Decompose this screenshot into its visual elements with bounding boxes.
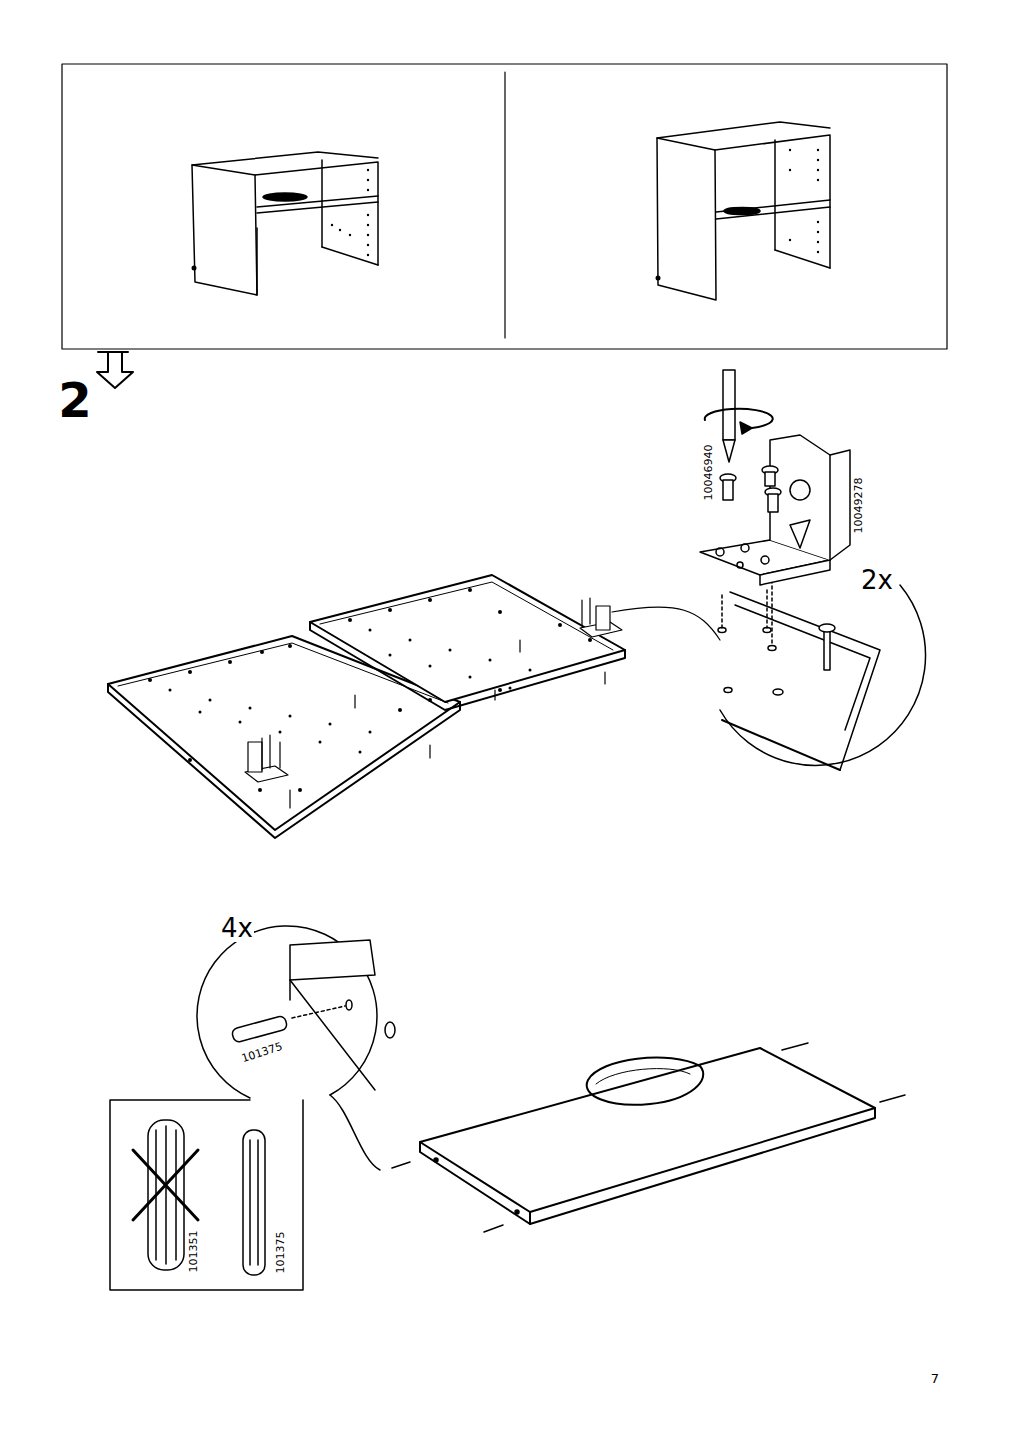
side-panels (108, 575, 720, 838)
tall-cabinet (656, 122, 831, 300)
bracket-detail (700, 370, 926, 770)
step-number: 2 (57, 375, 92, 425)
shelf (392, 1043, 905, 1232)
overview-frame (62, 64, 947, 349)
part-number: 10049278 (852, 476, 865, 534)
part-number: 101375 (239, 1039, 285, 1065)
quantity: 4x (220, 914, 254, 942)
part-number: 101375 (274, 1230, 287, 1274)
dowel-comparison (133, 1120, 265, 1275)
low-cabinet (192, 152, 379, 295)
part-number: 10046940 (702, 443, 715, 501)
dowel-detail (110, 926, 395, 1290)
part-number: 101351 (187, 1229, 200, 1273)
step-arrow (97, 352, 133, 388)
quantity: 2x (860, 566, 894, 594)
page-number: 7 (930, 1371, 940, 1386)
